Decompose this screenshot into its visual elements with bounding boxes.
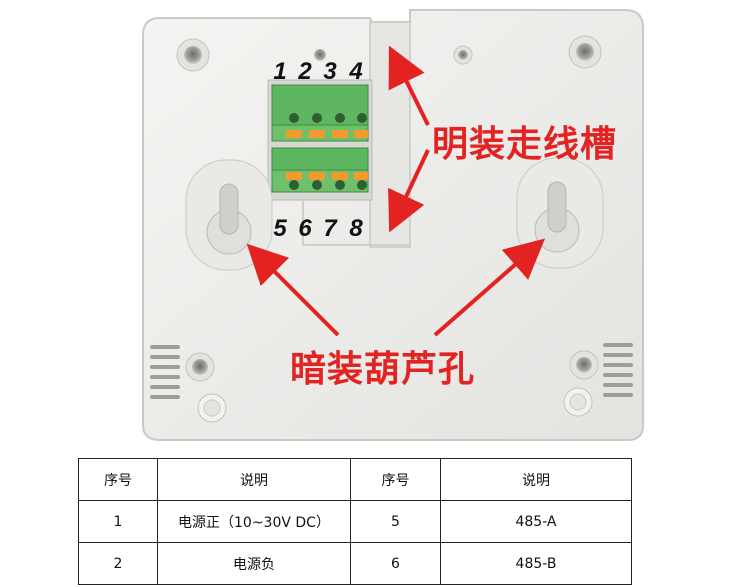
terminal-number-2: 2	[298, 58, 312, 85]
table-cell: 5	[350, 500, 441, 543]
terminal-block-bottom	[271, 147, 369, 193]
table-header-row: 序号 说明 序号 说明	[78, 458, 632, 501]
screw-hole-icon	[176, 38, 210, 72]
terminal-number-5: 5	[273, 215, 287, 242]
terminal-number-3: 3	[323, 58, 337, 85]
table-cell: 485-A	[440, 500, 632, 543]
terminal-block-top	[271, 84, 369, 142]
table-cell: 6	[350, 542, 441, 585]
header-description: 说明	[440, 458, 632, 501]
terminal-number-1: 1	[273, 58, 287, 85]
screw-hole-icon	[185, 352, 215, 382]
screw-boss-icon	[197, 393, 227, 423]
arrow-icon	[388, 149, 430, 233]
device-back-photo	[142, 9, 644, 441]
screw-hole-icon	[568, 35, 602, 69]
arrow-icon	[433, 238, 546, 337]
header-description: 说明	[157, 458, 351, 501]
terminal-number-8: 8	[349, 215, 363, 242]
screw-hole-icon	[569, 350, 599, 380]
table-row: 2 电源负 6 485-B	[78, 542, 632, 585]
table-row: 1 电源正（10~30V DC） 5 485-A	[78, 500, 632, 543]
screw-hole-icon	[453, 45, 473, 65]
terminal-number-4: 4	[349, 58, 363, 85]
wiring-channel	[369, 21, 411, 248]
terminal-spec-table: 序号 说明 序号 说明 1 电源正（10~30V DC） 5 485-A 2 电…	[78, 458, 632, 585]
header-index: 序号	[78, 458, 158, 501]
table-cell: 2	[78, 542, 158, 585]
table-cell: 485-B	[440, 542, 632, 585]
arrow-icon	[246, 243, 340, 337]
table-cell: 1	[78, 500, 158, 543]
table-cell: 电源负	[157, 542, 351, 585]
vent-slots-icon	[150, 345, 180, 399]
arrow-icon	[388, 45, 430, 126]
header-index: 序号	[350, 458, 441, 501]
hidden-keyhole-label: 暗装葫芦孔	[290, 349, 476, 390]
terminal-number-6: 6	[298, 215, 312, 242]
screw-boss-icon	[563, 387, 593, 417]
surface-wiring-channel-label: 明装走线槽	[432, 124, 618, 165]
keyhole-slot-icon	[185, 159, 273, 271]
vent-slots-icon	[603, 343, 633, 397]
terminal-number-7: 7	[323, 215, 337, 242]
screw-hole-icon	[314, 49, 326, 61]
table-cell: 电源正（10~30V DC）	[157, 500, 351, 543]
